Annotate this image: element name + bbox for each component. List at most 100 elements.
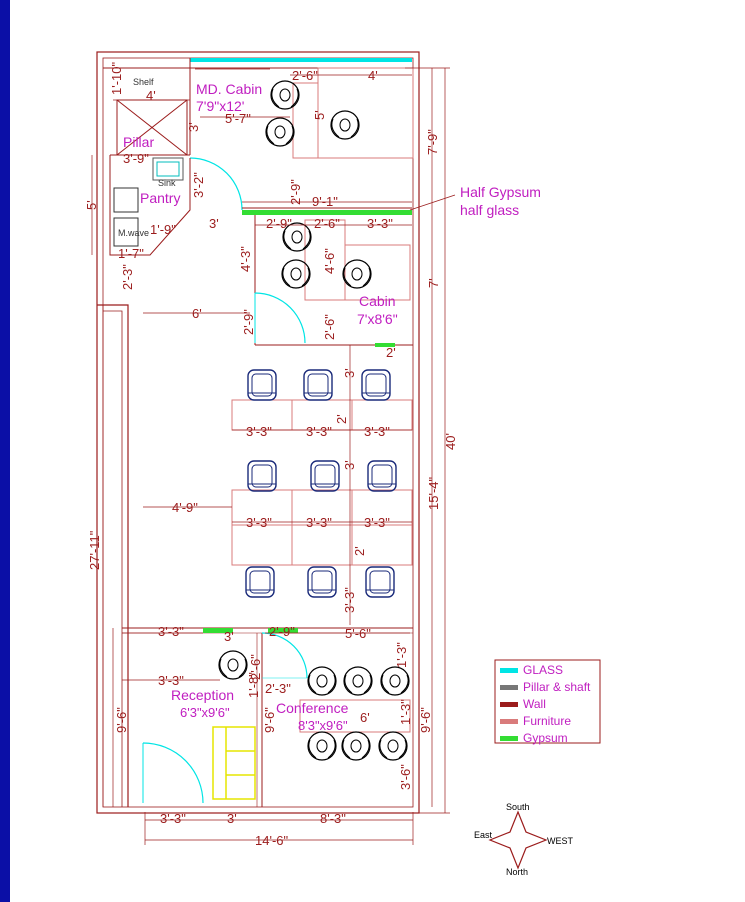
dim-label: 3' [209,216,219,231]
workstation-chairs [245,369,397,598]
room-labels: MD. Cabin 7'9"x12' Pillar Pantry Cabin 7… [123,81,541,733]
dim-label: 7' [426,278,441,288]
compass-east: East [474,830,493,840]
dim-label: 3' [186,122,201,132]
dim-label: 5'-7" [225,111,251,126]
reception-name: Reception [171,687,234,703]
dim-label: 2'-3" [120,264,135,290]
dim-label: 2'-6" [248,654,263,680]
dim-label: 8'-3" [320,811,346,826]
legend-label: Wall [523,697,546,711]
half-gypsum-callout-line2: half glass [460,202,519,218]
left-frame-border [0,0,10,902]
workstation-dim-a1: 3'-3" [246,424,272,439]
cabin-gypsum-piece [375,343,395,347]
dim-label: 3'-9" [123,151,149,166]
dim-label: 2' [386,345,396,360]
dim-label: 3' [342,460,357,470]
dimension-lines [91,67,456,845]
top-glass [189,58,412,68]
pillar-label: Pillar [123,134,154,150]
dim-label: 6' [360,710,370,725]
pantry-label: Pantry [140,190,180,206]
dim-label: 2' [334,414,349,424]
dim-label: 2'-6" [322,314,337,340]
legend-swatch [500,702,518,707]
dim-label: 9'-6" [114,707,129,733]
dim-label: 2' [352,546,367,556]
pantry-counter [109,155,191,256]
dim-label: 2'-6" [292,68,318,83]
microwave-label: M.wave [118,228,149,238]
dim-label: 4' [146,88,156,103]
dim-label: 7'-9" [425,129,440,155]
legend-swatch [500,719,518,724]
legend-label: Pillar & shaft [523,680,591,694]
dim-label: 5' [312,110,327,120]
dim-label: 4'-9" [172,500,198,515]
dim-label: 2'-3" [265,681,291,696]
fixture-labels: Shelf Sink M.wave [118,77,176,238]
legend-swatch [500,668,518,673]
dim-label: 40' [443,433,458,450]
dim-label: 27'-11" [87,530,102,570]
dim-label: 9'-6" [418,707,433,733]
dim-label: 3' [224,629,234,644]
compass-west: WEST [547,836,574,846]
workstation-dim-a3: 3'-3" [364,424,390,439]
dim-label: 2'-9" [241,309,256,335]
dim-label: 5'-6" [345,626,371,641]
dim-label: 3'-3" [160,811,186,826]
dim-label: 2'-9" [266,216,292,231]
dim-label: 9'-1" [312,194,338,209]
compass-south: South [506,802,530,812]
reception-gypsum-piece [203,628,233,633]
legend-swatch [500,736,518,741]
dim-label: 1'-3" [398,699,413,725]
dim-label: 3'-3" [158,624,184,639]
dim-label: 1'-7" [118,246,144,261]
dim-label: 9'-6" [262,707,277,733]
dimension-labels: 1'-10" 4' 2'-6" 4' 5'-7" 3' 3'-9" 5' 3'-… [84,61,458,848]
dim-label: 2'-9" [269,624,295,639]
sink-label: Sink [158,178,176,188]
dim-label: 2'-9" [288,179,303,205]
dim-label: 15'-4" [426,476,441,510]
workstation-dim-b1: 3'-3" [246,515,272,530]
half-gypsum-callout-line1: Half Gypsum [460,184,541,200]
reception-size: 6'3"x9'6" [180,705,230,720]
md-cabin-size: 7'9"x12' [196,98,244,114]
compass-north: North [506,867,528,877]
legend-swatch [500,685,518,690]
shelf-label: Shelf [133,77,154,87]
dim-label: 3'-3" [367,216,393,231]
dim-label: 1'-10" [109,61,124,95]
conference-gypsum-piece [268,628,298,633]
dim-label: 1'-9" [150,222,176,237]
dim-label: 4' [368,68,378,83]
legend-label: Gypsum [523,731,568,745]
dim-label: 6' [192,306,202,321]
legend-label: GLASS [523,663,563,677]
conference-size: 8'3"x9'6" [298,718,348,733]
dim-label: 3'-3" [158,673,184,688]
dim-label: 3'-2" [191,172,206,198]
conference-name: Conference [276,700,349,716]
dim-label: 3'-6" [398,764,413,790]
reception-sofa [212,726,256,800]
compass-rose: South East WEST North [474,802,574,877]
cabin-size: 7'x8'6" [357,311,398,327]
dim-label: 5' [84,200,99,210]
dim-label: 1'-8" [246,672,261,698]
workstation-dim-b3: 3'-3" [364,515,390,530]
legend-label: Furniture [523,714,571,728]
md-cabin-name: MD. Cabin [196,81,262,97]
dim-label: 1'-3" [394,642,409,668]
dim-label: 3' [227,811,237,826]
dim-label: 3' [342,368,357,378]
md-cabin-gypsum-partition [242,207,412,215]
cabin-name: Cabin [359,293,396,309]
